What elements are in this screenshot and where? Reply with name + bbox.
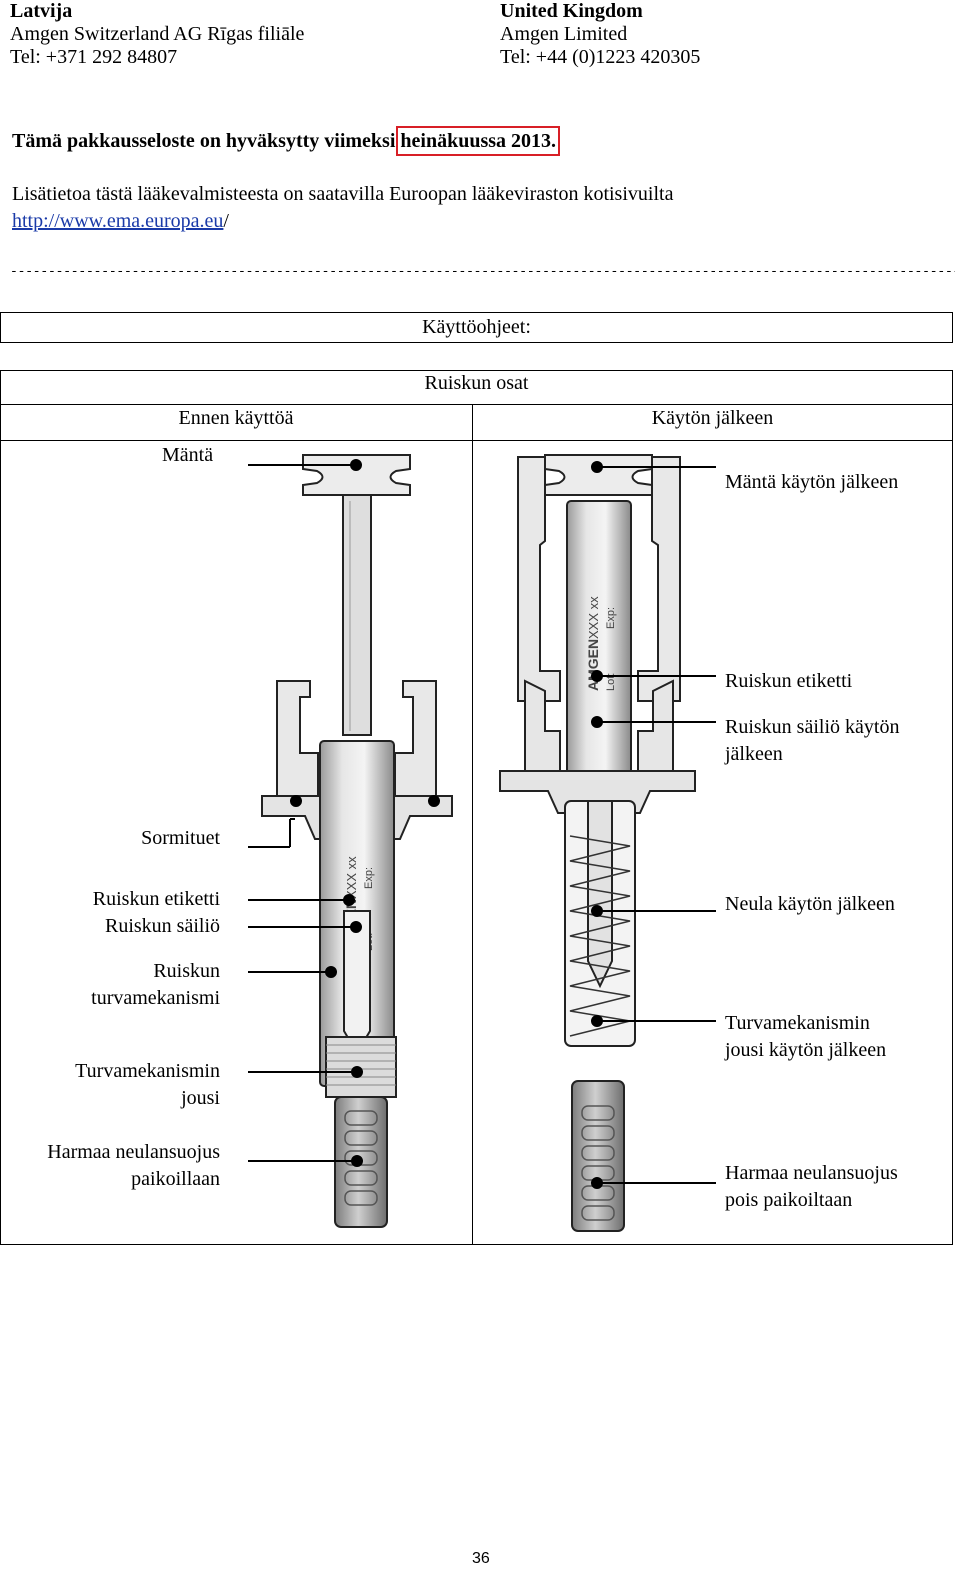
label-line: Harmaa neulansuojus — [47, 1141, 220, 1163]
label-needle-cap-on: Harmaa neulansuojus paikoillaan — [10, 1139, 220, 1193]
used-needle — [587, 800, 613, 989]
column-after-use: Käytön jälkeen — [651, 407, 774, 429]
label-used-syringe-label: Ruiskun etiketti — [725, 670, 853, 692]
plunger-rod — [342, 494, 372, 736]
phone-number: Tel: +371 292 84807 — [10, 46, 178, 68]
label-used-spring: Turvamekanismin jousi käytön jälkeen — [725, 1010, 886, 1064]
page-number: 36 — [472, 1550, 490, 1567]
contact-latvia: Latvija Amgen Switzerland AG Rīgas filiā… — [10, 0, 304, 69]
syringe-diagram: AMGEN XXX xx Lot: Exp: — [248, 454, 716, 1232]
table-column-divider — [472, 404, 473, 1245]
label-line: Ruiskun — [153, 960, 220, 982]
guard-left — [276, 680, 319, 797]
syringe-parts-table — [0, 370, 953, 1245]
label-used-syringe-barrel: Ruiskun säiliö käytön jälkeen — [725, 714, 899, 768]
syringe-before-use: AMGEN XXX xx Lot: Exp: — [261, 454, 453, 1228]
table-header-divider — [0, 404, 953, 405]
link-suffix: / — [223, 210, 229, 232]
ema-link[interactable]: http://www.ema.europa.eu — [12, 210, 224, 232]
company-name: Amgen Limited — [500, 23, 628, 45]
used-syringe-label-print: AMGEN XXX xx Lot: Exp: — [585, 596, 617, 691]
print-brand: AMGEN — [585, 639, 601, 691]
label-line: paikoillaan — [131, 1168, 220, 1190]
guard-right — [394, 680, 437, 797]
instructions-title-box: Käyttöohjeet: — [0, 312, 953, 343]
label-line: Harmaa neulansuojus — [725, 1162, 898, 1184]
label-line: turvamekanismi — [91, 987, 220, 1009]
used-spring-coil — [569, 835, 631, 1037]
used-finger-flange — [499, 770, 696, 814]
label-line: jousi — [181, 1087, 220, 1109]
print-exp: Exp: — [605, 607, 617, 629]
company-name: Amgen Switzerland AG Rīgas filiāle — [10, 23, 305, 45]
label-needle-cap-off: Harmaa neulansuojus pois paikoiltaan — [725, 1160, 898, 1214]
print-code: XXX xx — [586, 596, 601, 639]
print-lot: Lot: — [605, 673, 617, 691]
more-info-text: Lisätietoa tästä lääkevalmisteesta on sa… — [12, 183, 674, 205]
approval-date: heinäkuussa 2013. — [396, 126, 561, 156]
label-safety-guard: Ruiskun turvamekanismi — [20, 958, 220, 1012]
label-line: jälkeen — [725, 743, 783, 765]
phone-number: Tel: +44 (0)1223 420305 — [500, 46, 701, 68]
label-line: Turvamekanismin — [725, 1012, 870, 1034]
leader-lines-after — [591, 461, 716, 1189]
approval-prefix: Tämä pakkausseloste on hyväksytty viimek… — [12, 130, 401, 152]
column-before-use: Ennen käyttöä — [178, 407, 294, 429]
label-line: Turvamekanismin — [75, 1060, 220, 1082]
label-safety-spring: Turvamekanismin jousi — [20, 1058, 220, 1112]
more-info-link-row: http://www.ema.europa.eu/ — [12, 210, 229, 233]
leader-lines-before — [248, 459, 440, 1167]
spring-section — [325, 1036, 397, 1098]
label-syringe-barrel: Ruiskun säiliö — [104, 915, 220, 937]
print-code: XXX xx — [344, 856, 359, 899]
label-plunger: Mäntä — [162, 444, 214, 466]
instructions-title: Käyttöohjeet: — [422, 316, 531, 338]
label-used-plunger: Mäntä käytön jälkeen — [725, 471, 899, 493]
used-gray-needle-cap — [571, 1080, 625, 1232]
label-line: pois paikoiltaan — [725, 1189, 853, 1211]
dashed-separator: ----------------------------------------… — [10, 264, 955, 279]
print-exp: Exp: — [363, 867, 375, 889]
approval-statement: Tämä pakkausseloste on hyväksytty viimek… — [12, 126, 561, 156]
label-line: Ruiskun säiliö käytön — [725, 716, 900, 738]
contact-uk: United Kingdom Amgen Limited Tel: +44 (0… — [500, 0, 700, 69]
label-finger-grips: Sormituet — [141, 827, 220, 849]
used-plunger-head — [544, 454, 653, 496]
table-header: Ruiskun osat — [424, 372, 529, 394]
label-used-needle: Neula käytön jälkeen — [725, 893, 895, 915]
table-subheader-divider — [0, 440, 953, 441]
country-name: Latvija — [10, 0, 73, 22]
label-line: jousi käytön jälkeen — [725, 1039, 887, 1061]
country-name: United Kingdom — [500, 0, 643, 22]
label-syringe-label: Ruiskun etiketti — [92, 888, 220, 910]
syringe-after-use: AMGEN XXX xx Lot: Exp: — [499, 454, 696, 1232]
